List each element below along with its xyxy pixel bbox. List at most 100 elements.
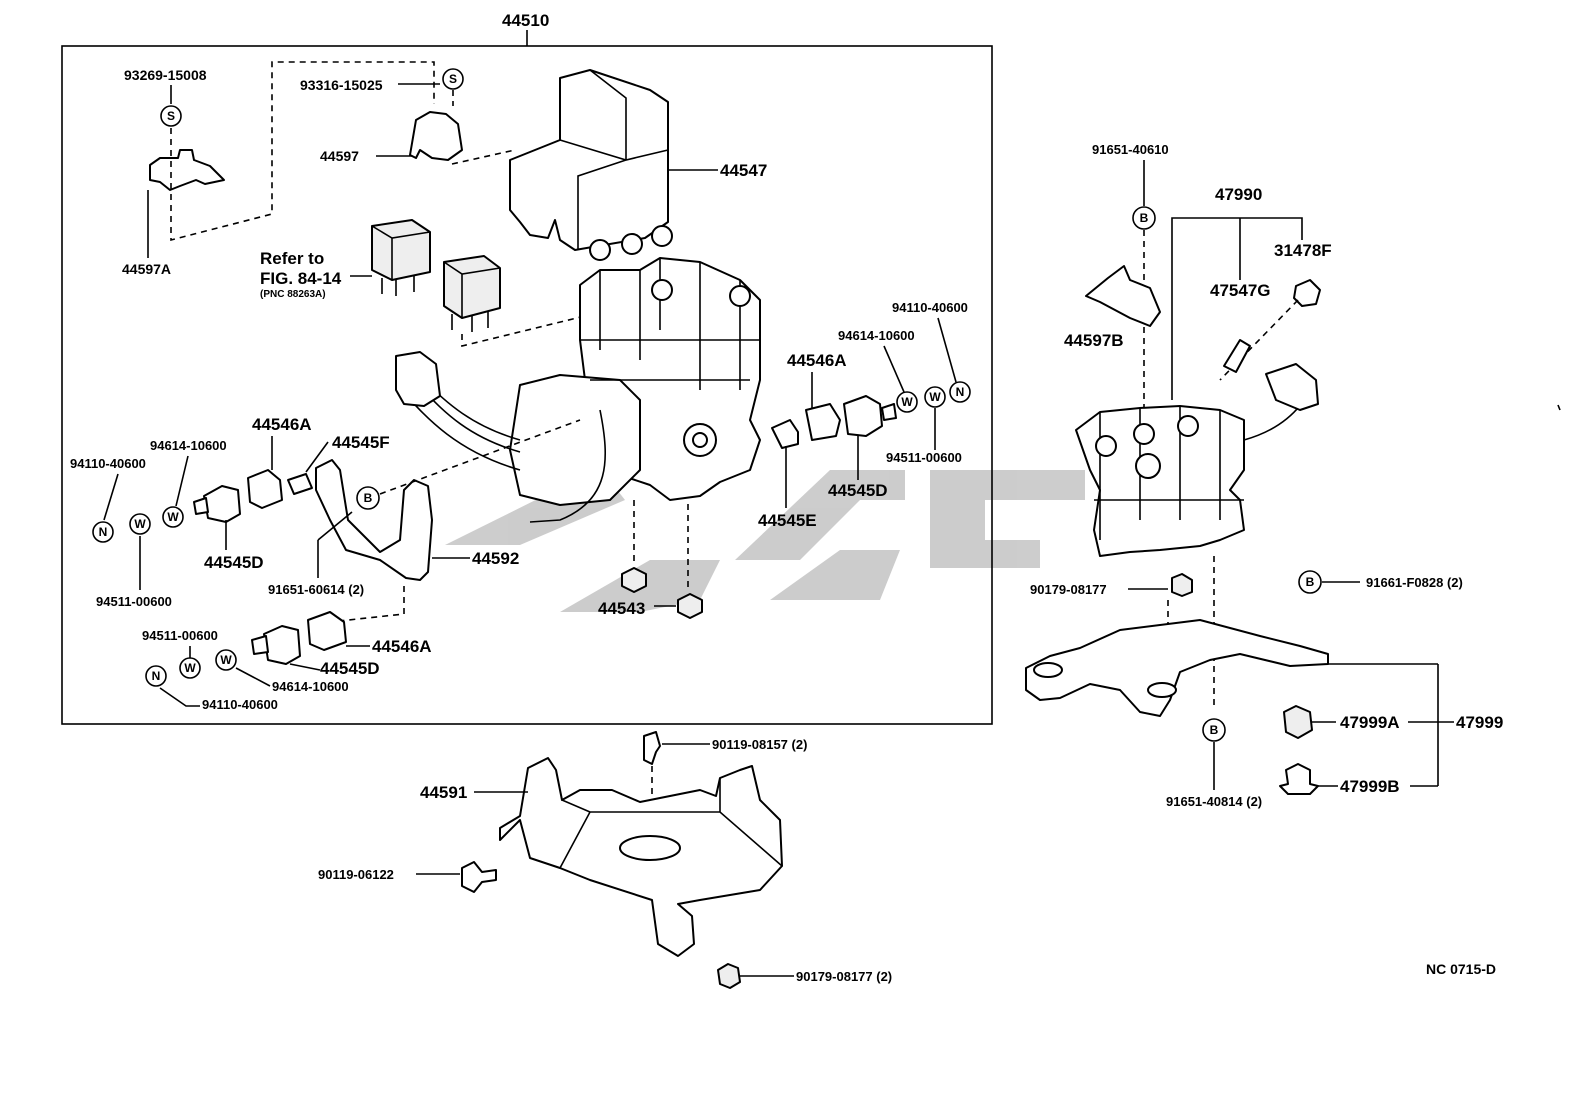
label-94110-mid: 94110-40600 xyxy=(892,300,968,315)
symbol-w-6: W xyxy=(215,649,237,671)
stud-44545D-left xyxy=(193,497,209,515)
label-90179-08177-b: 90179-08177 (2) xyxy=(796,969,892,984)
svg-text:S: S xyxy=(449,72,457,86)
actuator-valve-1 xyxy=(589,239,611,261)
note-fig: FIG. 84-14 xyxy=(260,269,342,288)
symbol-n-1: N xyxy=(949,381,971,403)
symbol-b-3: B xyxy=(1298,570,1322,594)
figure-code: NC 0715-D xyxy=(1426,961,1496,977)
label-94110-bottom: 94110-40600 xyxy=(202,697,278,712)
svg-text:W: W xyxy=(929,390,941,404)
label-47999A: 47999A xyxy=(1340,713,1400,732)
label-44545F: 44545F xyxy=(332,433,390,452)
cover-44547-edges xyxy=(559,69,669,250)
leader-94110-left xyxy=(103,473,119,521)
collar-44545F xyxy=(287,473,313,495)
actuator-port-inner xyxy=(692,432,708,448)
symbol-w-1: W xyxy=(896,391,918,413)
svg-text:W: W xyxy=(220,653,232,667)
dashed-leader-bracket xyxy=(170,61,435,242)
symbol-w-4: W xyxy=(129,513,151,535)
label-91651-40814: 91651-40814 (2) xyxy=(1166,794,1262,809)
symbol-n-3: N xyxy=(145,665,167,687)
label-47547G: 47547G xyxy=(1210,281,1271,300)
label-44546A-left: 44546A xyxy=(252,415,312,434)
stray-mark xyxy=(1557,404,1561,411)
label-94511-left: 94511-00600 xyxy=(96,594,172,609)
label-44546A-bottom: 44546A xyxy=(372,637,432,656)
assembly-frame xyxy=(61,45,993,725)
label-91651-60614: 91651-60614 (2) xyxy=(268,582,364,597)
bleeder-47547G xyxy=(1223,339,1251,373)
unit-connector xyxy=(1265,363,1319,411)
symbol-w-5: W xyxy=(179,657,201,679)
bracket-47999-hole-2 xyxy=(1147,682,1177,698)
label-90119-08157: 90119-08157 (2) xyxy=(712,737,807,752)
bracket-44591-hole xyxy=(619,835,681,861)
bushing-44546A-left xyxy=(247,469,283,509)
label-93316-15025: 93316-15025 xyxy=(300,77,383,93)
actuator-valve-4 xyxy=(651,279,673,301)
symbol-w-2: W xyxy=(924,386,946,408)
symbol-w-3: W xyxy=(162,506,184,528)
label-44543: 44543 xyxy=(598,599,645,618)
bracket-47999 xyxy=(1025,619,1329,717)
leader-94614-mid xyxy=(883,345,905,393)
label-44545D-mid: 44545D xyxy=(828,481,888,500)
svg-text:B: B xyxy=(364,491,373,505)
svg-text:B: B xyxy=(1210,723,1219,737)
bracket-44597B xyxy=(1085,265,1161,327)
svg-text:N: N xyxy=(152,669,161,683)
leader-94614-left xyxy=(175,455,189,507)
bracket-44591-edges xyxy=(559,778,783,869)
relay-2-edges xyxy=(443,261,501,332)
leader-91651-60614-a xyxy=(317,511,353,541)
label-94614-left: 94614-10600 xyxy=(150,438,227,453)
label-44545E: 44545E xyxy=(758,511,817,530)
plug-31478F xyxy=(1293,279,1321,307)
label-94511-mid: 94511-00600 xyxy=(886,450,962,465)
stud-44545D-bottom xyxy=(251,635,269,655)
label-47999: 47999 xyxy=(1456,713,1503,732)
actuator-wiring xyxy=(395,359,607,523)
label-47999B: 47999B xyxy=(1340,777,1400,796)
svg-text:N: N xyxy=(956,385,965,399)
unit-port xyxy=(1135,453,1161,479)
svg-text:S: S xyxy=(167,109,175,123)
foot-44543-b xyxy=(677,593,703,619)
svg-text:B: B xyxy=(1140,211,1149,225)
label-44597B: 44597B xyxy=(1064,331,1124,350)
actuator-valve-3 xyxy=(651,225,673,247)
label-94110-left: 94110-40600 xyxy=(70,456,146,471)
stud-44545D-mid xyxy=(881,403,897,421)
symbol-b-1: B xyxy=(356,486,380,510)
unit-valve-1 xyxy=(1095,435,1117,457)
svg-text:W: W xyxy=(184,661,196,675)
actuator-connector xyxy=(395,351,441,407)
dashed-leader-b1 xyxy=(379,419,581,495)
bracket-44597A xyxy=(149,149,225,191)
label-44591: 44591 xyxy=(420,783,467,802)
dashed-leader-relay xyxy=(461,315,586,348)
bushing-44546A-mid xyxy=(805,403,841,441)
leader-94614-bottom xyxy=(235,667,271,687)
label-94614-bottom: 94614-10600 xyxy=(272,679,349,694)
svg-text:B: B xyxy=(1306,575,1315,589)
label-31478F: 31478F xyxy=(1274,241,1332,260)
cover-44547 xyxy=(509,69,669,251)
cushion-47999A xyxy=(1283,705,1313,739)
unit-valve-3 xyxy=(1177,415,1199,437)
bolt-90119-08157 xyxy=(643,731,661,765)
label-44592: 44592 xyxy=(472,549,519,568)
label-94614-mid: 94614-10600 xyxy=(838,328,915,343)
collar-47999B xyxy=(1279,763,1319,795)
label-44545D-bottom: 44545D xyxy=(320,659,380,678)
label-44547: 44547 xyxy=(720,161,767,180)
label-91651-40610: 91651-40610 xyxy=(1092,142,1169,157)
symbol-b-2: B xyxy=(1132,206,1156,230)
leader-94110-mid xyxy=(937,317,957,383)
label-47990: 47990 xyxy=(1215,185,1262,204)
dashed-leader-bracket-bottom xyxy=(329,586,405,623)
label-94511-bottom: 94511-00600 xyxy=(142,628,218,643)
